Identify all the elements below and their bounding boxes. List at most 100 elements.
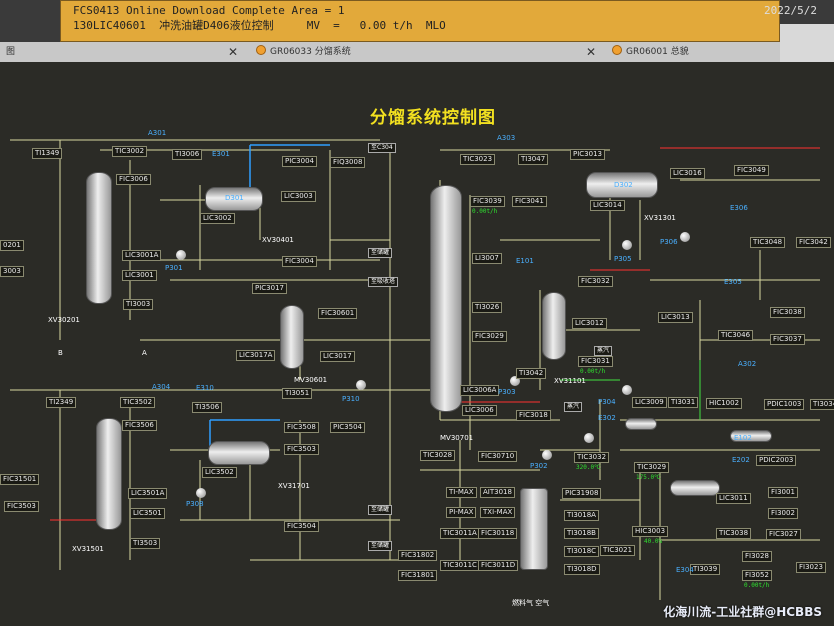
tag-lic3501[interactable]: LIC3501 xyxy=(130,508,165,519)
furnace[interactable] xyxy=(520,488,548,570)
column-c302[interactable] xyxy=(96,418,122,530)
tag-fic3029[interactable]: FIC3029 xyxy=(472,331,507,342)
pump-p302[interactable] xyxy=(542,450,552,460)
tag-fic3039[interactable]: FIC3039 xyxy=(470,196,505,207)
tag-tic3046[interactable]: TIC3046 xyxy=(718,330,754,341)
pump-p304[interactable] xyxy=(622,385,632,395)
tag-pic3504[interactable]: PIC3504 xyxy=(330,422,365,433)
tag-ti3018c[interactable]: TI3018C xyxy=(564,546,600,557)
tag-ti1349[interactable]: TI1349 xyxy=(32,148,63,159)
tag-fic3504[interactable]: FIC3504 xyxy=(284,521,319,532)
tag-lic3002[interactable]: LIC3002 xyxy=(200,213,235,224)
tag-lic3502[interactable]: LIC3502 xyxy=(202,467,237,478)
tag-0201[interactable]: 0201 xyxy=(0,240,24,251)
tag-fiq3008[interactable]: FIQ3008 xyxy=(330,157,366,168)
pump-e302[interactable] xyxy=(584,433,594,443)
tag-ti3047[interactable]: TI3047 xyxy=(518,154,549,165)
tag-lic3016[interactable]: LIC3016 xyxy=(670,168,705,179)
tag-lic3009[interactable]: LIC3009 xyxy=(632,397,667,408)
tag-fic31801[interactable]: FIC31801 xyxy=(398,570,438,581)
tag-fic31802[interactable]: FIC31802 xyxy=(398,550,438,561)
tag-fi3002[interactable]: FI3002 xyxy=(768,508,798,519)
tag-ti3506[interactable]: TI3506 xyxy=(192,402,223,413)
tag-ti3039[interactable]: TI3039 xyxy=(690,564,721,575)
pump-p308[interactable] xyxy=(196,488,206,498)
close-icon[interactable]: ✕ xyxy=(586,45,597,59)
stream-to-tank[interactable]: 至储罐 xyxy=(368,248,393,258)
close-icon[interactable]: ✕ xyxy=(228,45,239,59)
main-fractionator[interactable] xyxy=(430,185,462,412)
tag-lic3017a[interactable]: LIC3017A xyxy=(236,350,276,361)
tag-ti3026[interactable]: TI3026 xyxy=(472,302,503,313)
tag-lic3014[interactable]: LIC3014 xyxy=(590,200,625,211)
tag-fic3031[interactable]: FIC3031 xyxy=(578,356,613,367)
tag-tic3028[interactable]: TIC3028 xyxy=(420,450,456,461)
tag-tic3502[interactable]: TIC3502 xyxy=(120,397,156,408)
drum-d301[interactable] xyxy=(205,187,263,211)
tag-ti3003[interactable]: TI3003 xyxy=(123,299,154,310)
stream-to-tank-2[interactable]: 至储罐 xyxy=(368,505,393,515)
stream-to-absorber[interactable]: 至吸收塔 xyxy=(368,277,399,287)
exchanger-e102[interactable] xyxy=(730,430,772,442)
pump-p303[interactable] xyxy=(510,376,520,386)
tag-tic3021[interactable]: TIC3021 xyxy=(600,545,636,556)
tag-hic1002[interactable]: HIC1002 xyxy=(706,398,743,409)
tag-lic3501a[interactable]: LIC3501A xyxy=(128,488,168,499)
tag-3003[interactable]: 3003 xyxy=(0,266,24,277)
tag-fic30118[interactable]: FIC30118 xyxy=(478,528,518,539)
tag-fic30710[interactable]: FIC30710 xyxy=(478,451,518,462)
tab-left-partial[interactable]: 图 xyxy=(6,47,16,57)
tag-ti3042[interactable]: TI3042 xyxy=(516,368,547,379)
tag-ti3006[interactable]: TI3006 xyxy=(172,149,203,160)
tag-lic3001a[interactable]: LIC3001A xyxy=(122,250,162,261)
tag-tic3032[interactable]: TIC3032 xyxy=(574,452,610,463)
tag-tximax[interactable]: TXI-MAX xyxy=(480,507,516,518)
exchanger-e304[interactable] xyxy=(670,480,720,496)
tag-timax[interactable]: TI-MAX xyxy=(446,487,477,498)
pump-p310[interactable] xyxy=(356,380,366,390)
tag-fic3018[interactable]: FIC3018 xyxy=(516,410,551,421)
tag-fic3041[interactable]: FIC3041 xyxy=(512,196,547,207)
tag-pic3013[interactable]: PIC3013 xyxy=(570,149,605,160)
tag-tic3023[interactable]: TIC3023 xyxy=(460,154,496,165)
tag-fic3503[interactable]: FIC3503 xyxy=(284,444,319,455)
tag-li3007[interactable]: LI3007 xyxy=(472,253,502,264)
tag-tic3038[interactable]: TIC3038 xyxy=(716,528,752,539)
tag-ti3018d[interactable]: TI3018D xyxy=(564,564,600,575)
tag-fic3011d[interactable]: FIC3011D xyxy=(478,560,519,571)
tag-ti2349[interactable]: TI2349 xyxy=(46,397,77,408)
tag-fi3028[interactable]: FI3028 xyxy=(742,551,772,562)
tag-fic3503-left[interactable]: FIC3503 xyxy=(4,501,39,512)
alarm-banner[interactable]: FCS0413 Online Download Complete Area = … xyxy=(60,0,780,42)
tag-ait3018[interactable]: AIT3018 xyxy=(480,487,515,498)
tag-fic3038[interactable]: FIC3038 xyxy=(770,307,805,318)
tag-fic3032[interactable]: FIC3032 xyxy=(578,276,613,287)
stream-to-tank-3[interactable]: 至储罐 xyxy=(368,541,393,551)
pump-p305[interactable] xyxy=(622,240,632,250)
tag-fi3052[interactable]: FI3052 xyxy=(742,570,772,581)
column-c301[interactable] xyxy=(86,172,112,304)
tag-pdic2003[interactable]: PDIC2003 xyxy=(756,455,797,466)
tag-hic3003[interactable]: HIC3003 xyxy=(632,526,669,537)
tag-tic3002[interactable]: TIC3002 xyxy=(112,146,148,157)
tag-pic3004[interactable]: PIC3004 xyxy=(282,156,317,167)
tag-lic3011[interactable]: LIC3011 xyxy=(716,493,751,504)
drum-d302[interactable] xyxy=(586,172,658,198)
tag-ti3018b[interactable]: TI3018B xyxy=(564,528,599,539)
tab-gr06033[interactable]: GR06033 分馏系统 xyxy=(250,44,357,60)
vessel-d306[interactable] xyxy=(280,305,304,369)
tag-pic3017[interactable]: PIC3017 xyxy=(252,283,287,294)
tag-ti3031[interactable]: TI3031 xyxy=(668,397,699,408)
tag-ti3503[interactable]: TI3503 xyxy=(130,538,161,549)
tab-gr06001[interactable]: GR06001 总貌 xyxy=(606,44,695,60)
tag-fic30601[interactable]: FIC30601 xyxy=(318,308,358,319)
tag-fic31501[interactable]: FIC31501 xyxy=(0,474,40,485)
tag-lic3003[interactable]: LIC3003 xyxy=(281,191,316,202)
tag-ti3051[interactable]: TI3051 xyxy=(282,388,313,399)
tag-fic3006[interactable]: FIC3006 xyxy=(116,174,151,185)
pump-p301[interactable] xyxy=(176,250,186,260)
tag-lic3013[interactable]: LIC3013 xyxy=(658,312,693,323)
tag-lic3017[interactable]: LIC3017 xyxy=(320,351,355,362)
tag-lic3006a[interactable]: LIC3006A xyxy=(460,385,500,396)
tag-tic3048[interactable]: TIC3048 xyxy=(750,237,786,248)
